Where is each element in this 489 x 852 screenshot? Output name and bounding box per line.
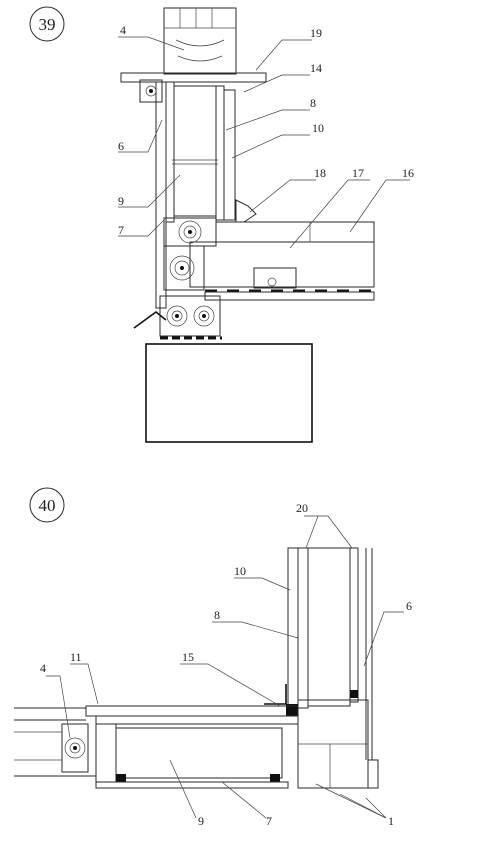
wall-board [297, 547, 309, 709]
callout-40-11: 11 [70, 650, 82, 664]
callout-40-7: 7 [266, 814, 272, 828]
wall-stud [349, 547, 359, 703]
sill-board [120, 72, 267, 83]
callout-40-10: 10 [234, 564, 246, 578]
callout-39-18: 18 [314, 166, 326, 180]
wall-stud-outer [165, 81, 175, 223]
callout-39-16: 16 [402, 166, 414, 180]
floor-joist [253, 267, 297, 289]
callout-39-4: 4 [120, 23, 126, 37]
callout-39-6: 6 [118, 139, 124, 153]
leader-lines-39 [118, 36, 410, 249]
angle-profile [264, 684, 287, 705]
figure-40: 40 [14, 487, 412, 828]
skirting [235, 199, 257, 223]
wall-finish-layer [287, 547, 299, 709]
callout-39-19: 19 [310, 26, 322, 40]
figure-number: 40 [39, 496, 56, 515]
callouts-39: 4 19 14 8 10 6 9 7 18 17 16 [118, 23, 414, 237]
callouts-40: 20 10 8 6 11 15 4 9 7 1 [40, 501, 412, 828]
leader-lines-40 [46, 515, 404, 819]
top-log [139, 79, 163, 103]
callout-40-1: 1 [388, 814, 394, 828]
upper-wall [163, 7, 237, 75]
callout-40-4: 4 [40, 661, 46, 675]
wall-insulation-40 [307, 547, 351, 707]
flashing [133, 310, 167, 329]
floor-screed [85, 705, 299, 717]
wall-stud-inner [215, 85, 225, 221]
callout-39-14: 14 [310, 61, 322, 75]
callout-40-9: 9 [198, 814, 204, 828]
callout-40-8: 8 [214, 608, 220, 622]
wall-insulation [173, 85, 217, 217]
vapour-layer [223, 89, 236, 221]
callout-39-17: 17 [352, 166, 364, 180]
callout-39-7: 7 [118, 223, 124, 237]
foundation [145, 343, 313, 443]
floor-board-40 [95, 715, 299, 725]
figure-39: 39 [29, 6, 414, 443]
callout-40-20: 20 [296, 501, 308, 515]
callout-40-15: 15 [182, 650, 194, 664]
figure-number: 39 [39, 15, 56, 34]
left-log [61, 723, 89, 773]
figure-number-circle [29, 6, 65, 42]
subfloor [204, 291, 375, 301]
floor-insulation [189, 241, 375, 288]
callout-39-8: 8 [310, 96, 316, 110]
log-beams [159, 217, 221, 337]
callout-40-6: 6 [406, 599, 412, 613]
figure-number-circle [29, 487, 65, 523]
floor-insulation-40 [115, 727, 283, 779]
callout-39-9: 9 [118, 194, 124, 208]
callout-39-10: 10 [312, 121, 324, 135]
